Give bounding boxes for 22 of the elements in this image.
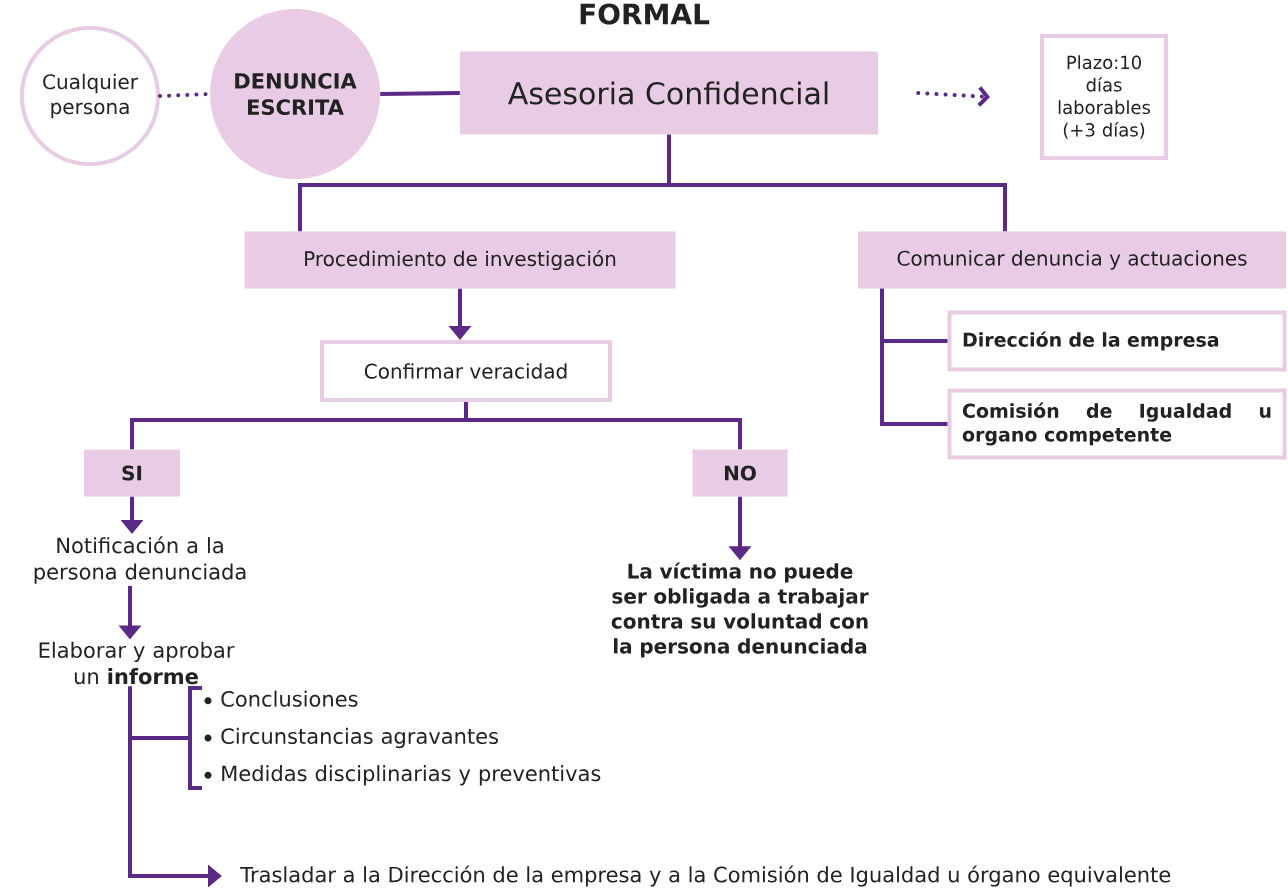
circle-node: Cualquier persona: [20, 26, 160, 166]
process-box: NO: [692, 449, 788, 497]
process-box: Comunicar denuncia y actuaciones: [858, 231, 1286, 289]
connector: [464, 402, 742, 450]
connector: [916, 86, 990, 107]
outlined-box: Plazo:10 días laborables (+3 días): [1040, 34, 1168, 160]
circle-node: DENUNCIA ESCRITA: [210, 9, 380, 179]
step-text: La víctima no puede ser obligada a trabajar contra su voluntad con la persona denunciada: [611, 562, 869, 658]
process-box: Procedimiento de investigación: [244, 231, 676, 289]
process-box: Asesoria Confidencial: [460, 51, 878, 135]
step-text: Elaborar y aprobar un informe: [39, 641, 235, 685]
bullet-list: Conclusiones Circunstancias agravantes Medidas disciplinarias y preventivas: [221, 690, 601, 786]
outlined-box: Confirmar veracidad: [320, 340, 612, 402]
connector: [667, 134, 1007, 232]
step-text: Trasladar a la Dirección de la empresa y a la Comisión de Igualdad u órgano equivalente: [240, 865, 1171, 887]
outlined-box: Comisión de Igualdad u organo competente: [947, 388, 1287, 460]
process-box: SI: [84, 449, 180, 497]
outlined-box: Dirección de la empresa: [947, 310, 1287, 372]
connector: [380, 91, 460, 96]
title: FORMAL: [580, 3, 710, 25]
step-text: Notificación a la persona denunciada: [34, 536, 246, 584]
connector: [880, 288, 948, 426]
